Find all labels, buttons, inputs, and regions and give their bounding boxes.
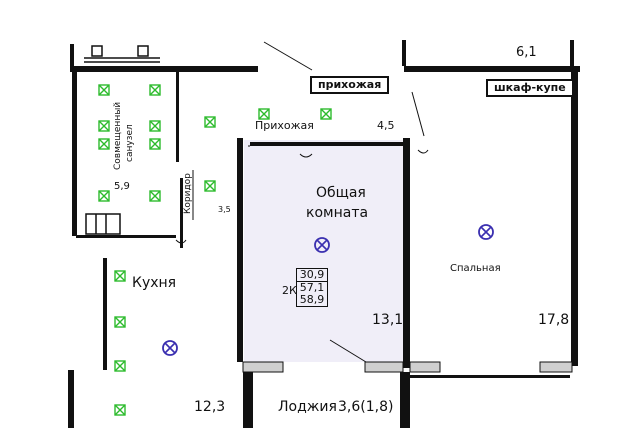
total-with-loggia: 58,9 <box>299 293 325 306</box>
green-light-marker <box>114 316 126 328</box>
ceiling-light-icon <box>478 224 494 240</box>
green-light-markers <box>98 84 332 416</box>
green-light-marker <box>204 180 216 192</box>
bedroom-label: Спальная <box>450 263 501 274</box>
hallway-area: 4,5 <box>377 119 395 132</box>
bedroom-width-label: 6,1 <box>516 45 537 60</box>
rooms-count: 2К <box>282 284 297 297</box>
green-light-marker <box>258 108 270 120</box>
ceiling-light-markers <box>162 224 494 356</box>
corridor-label: Коридор <box>183 173 193 214</box>
hallway-tag: прихожая <box>310 76 390 94</box>
corridor-area: 3,5 <box>218 205 231 214</box>
bathroom-radiator <box>85 213 121 235</box>
living-room-label-line1: Общая <box>316 185 366 201</box>
summary-values: 30,9 57,1 58,9 <box>296 268 328 307</box>
loggia-railing <box>242 361 573 373</box>
green-light-marker <box>149 84 161 96</box>
bathroom-label-line1: Совмещенный <box>113 101 123 170</box>
green-light-marker <box>98 120 110 132</box>
hallway-small-label: Прихожая <box>255 119 314 132</box>
green-light-marker <box>320 108 332 120</box>
wardrobe-tag: шкаф-купе <box>486 79 574 97</box>
door-swings <box>192 41 425 363</box>
green-light-marker <box>204 116 216 128</box>
outlet-symbols <box>175 149 429 244</box>
loggia-walls <box>243 372 570 428</box>
ceiling-light-icon <box>314 237 330 253</box>
bedroom-area: 17,8 <box>538 312 570 328</box>
green-light-marker <box>149 138 161 150</box>
loggia-area: 3,6(1,8) <box>338 399 394 415</box>
total-area: 57,1 <box>297 281 327 294</box>
green-light-marker <box>114 360 126 372</box>
green-light-marker <box>114 270 126 282</box>
kitchen-label: Кухня <box>132 275 177 291</box>
green-light-marker <box>98 138 110 150</box>
living-room-label-line2: комната <box>306 205 369 221</box>
top-left-fixtures <box>84 45 160 63</box>
green-light-marker <box>149 120 161 132</box>
walls <box>68 40 580 428</box>
ceiling-light-icon <box>162 340 178 356</box>
green-light-marker <box>98 84 110 96</box>
bathroom-label-line2: санузел <box>125 124 135 162</box>
living-area: 30,9 <box>299 268 325 281</box>
bathroom-area: 5,9 <box>114 181 130 192</box>
loggia-label: Лоджия <box>278 399 337 415</box>
green-light-marker <box>149 190 161 202</box>
green-light-marker <box>114 404 126 416</box>
living-room-area: 13,1 <box>372 312 404 328</box>
kitchen-area: 12,3 <box>194 399 226 415</box>
green-light-marker <box>98 190 110 202</box>
